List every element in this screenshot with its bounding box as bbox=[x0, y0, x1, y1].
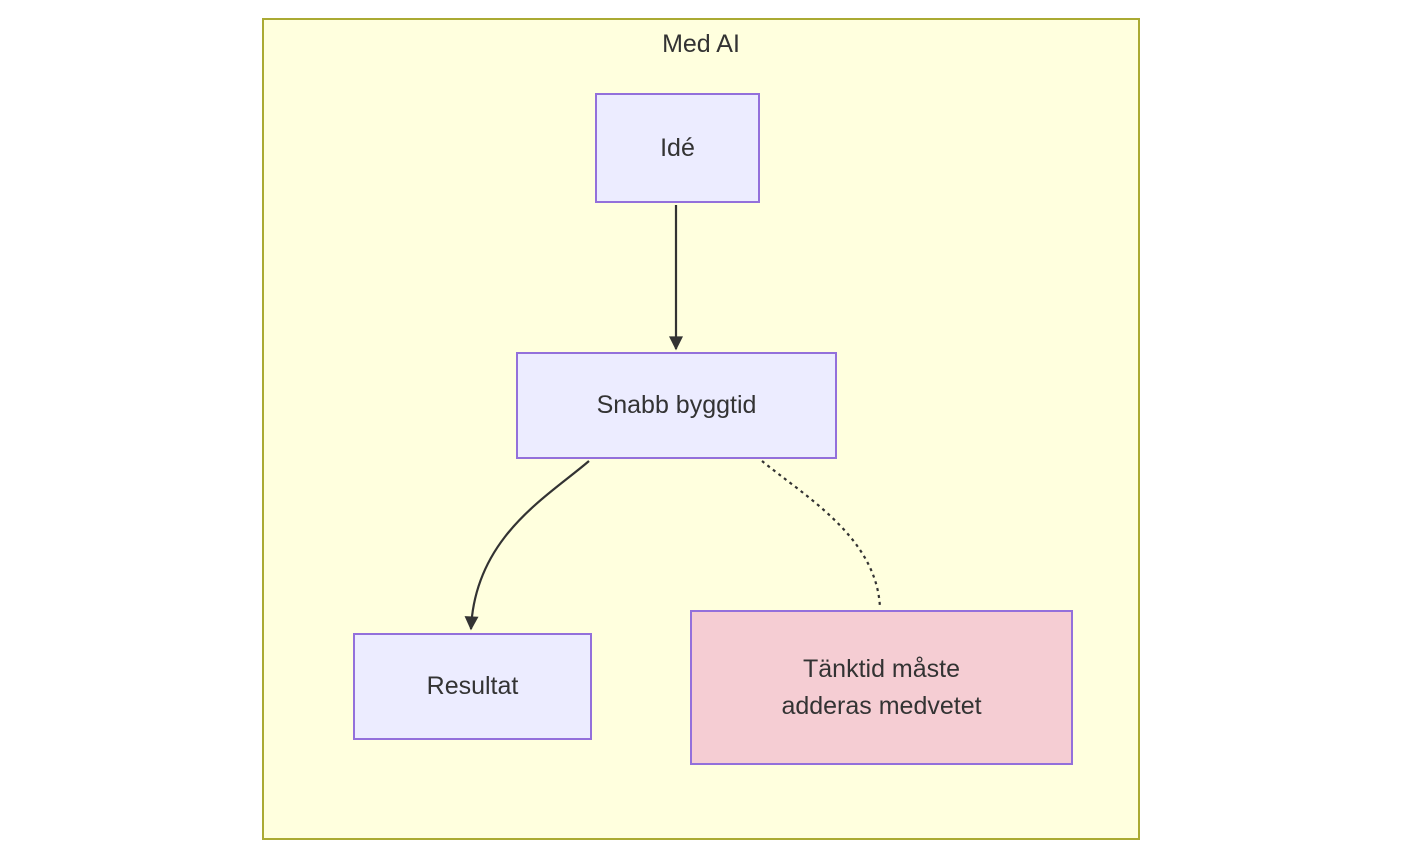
node-resultat: Resultat bbox=[353, 633, 592, 740]
node-ide: Idé bbox=[595, 93, 760, 203]
node-tanktid: Tänktid måste adderas medvetet bbox=[690, 610, 1073, 765]
node-tanktid-label-line2: adderas medvetet bbox=[781, 691, 982, 720]
node-resultat-label: Resultat bbox=[426, 672, 519, 701]
node-ide-label: Idé bbox=[660, 133, 695, 162]
node-snabb-byggtid-label: Snabb byggtid bbox=[596, 391, 757, 420]
node-snabb-byggtid: Snabb byggtid bbox=[516, 352, 837, 459]
node-tanktid-label-line1: Tänktid måste bbox=[802, 655, 960, 684]
subgraph-title: Med AI bbox=[662, 30, 740, 58]
